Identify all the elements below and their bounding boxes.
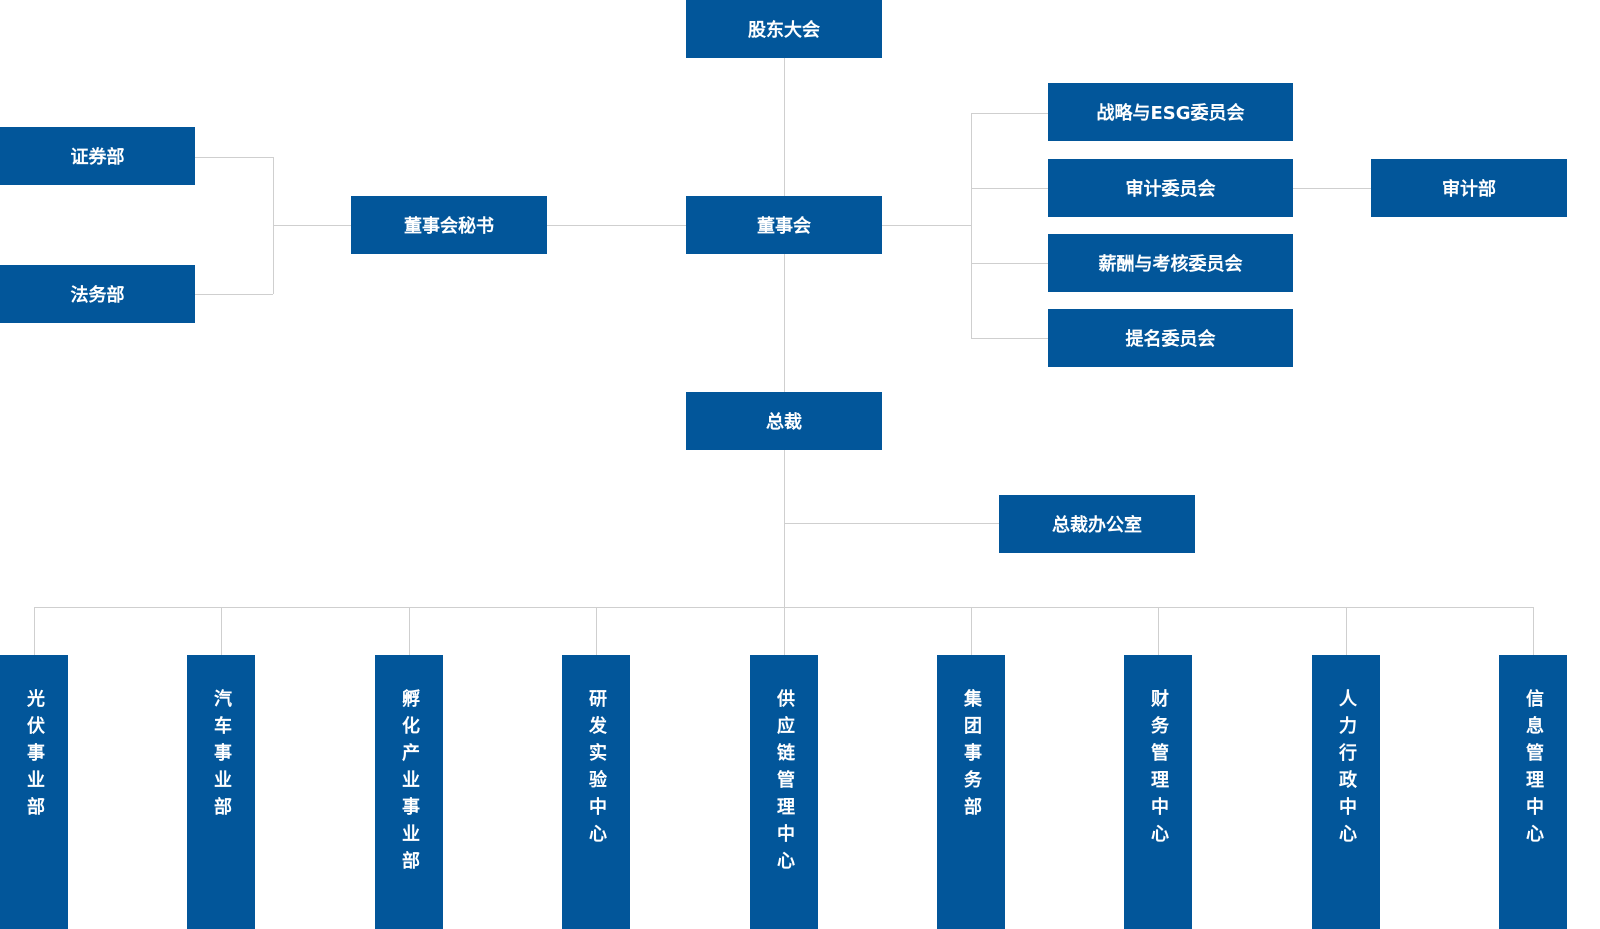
- node-department[interactable]: 财务管理中心: [1124, 655, 1192, 929]
- connector-line: [971, 113, 972, 338]
- node-label: 审计委员会: [1125, 179, 1216, 200]
- connector-line: [971, 607, 972, 655]
- node-label: 法务部: [70, 285, 125, 306]
- node-legal[interactable]: 法务部: [0, 265, 195, 323]
- node-department[interactable]: 汽车事业部: [187, 655, 255, 929]
- node-president-office[interactable]: 总裁办公室: [999, 495, 1195, 553]
- node-audit-dept[interactable]: 审计部: [1371, 159, 1567, 217]
- node-department[interactable]: 人力行政中心: [1312, 655, 1380, 929]
- connector-line: [971, 338, 1048, 339]
- connector-line: [882, 225, 971, 226]
- connector-line: [195, 157, 273, 158]
- node-label: 财务管理中心: [1148, 689, 1169, 851]
- connector-line: [221, 607, 222, 655]
- node-department[interactable]: 孵化产业事业部: [375, 655, 443, 929]
- node-department[interactable]: 集团事务部: [937, 655, 1005, 929]
- node-department[interactable]: 供应链管理中心: [750, 655, 818, 929]
- node-label: 集团事务部: [961, 689, 982, 824]
- connector-line: [784, 607, 785, 655]
- node-committee-compensation[interactable]: 薪酬与考核委员会: [1048, 234, 1293, 292]
- node-board[interactable]: 董事会: [686, 196, 882, 254]
- node-label: 薪酬与考核委员会: [1098, 254, 1243, 275]
- node-label: 提名委员会: [1125, 329, 1216, 350]
- node-securities[interactable]: 证券部: [0, 127, 195, 185]
- node-label: 证券部: [70, 147, 125, 168]
- connector-line: [1346, 607, 1347, 655]
- node-label: 股东大会: [748, 20, 820, 41]
- node-label: 研发实验中心: [586, 689, 607, 851]
- connector-line: [1158, 607, 1159, 655]
- node-label: 供应链管理中心: [774, 689, 795, 878]
- node-department[interactable]: 研发实验中心: [562, 655, 630, 929]
- connector-line: [1293, 188, 1371, 189]
- connector-line: [195, 294, 273, 295]
- node-committee-audit[interactable]: 审计委员会: [1048, 159, 1293, 217]
- node-label: 总裁: [766, 412, 802, 433]
- node-committee-nomination[interactable]: 提名委员会: [1048, 309, 1293, 367]
- connector-line: [547, 225, 686, 226]
- node-label: 董事会: [757, 216, 811, 237]
- node-board-secretary[interactable]: 董事会秘书: [351, 196, 547, 254]
- node-label: 总裁办公室: [1052, 515, 1142, 536]
- node-label: 董事会秘书: [404, 216, 494, 237]
- connector-line: [971, 113, 1048, 114]
- node-department[interactable]: 信息管理中心: [1499, 655, 1567, 929]
- connector-line: [1533, 607, 1534, 655]
- node-label: 汽车事业部: [211, 689, 232, 824]
- node-label: 信息管理中心: [1523, 689, 1544, 851]
- node-label: 战略与ESG委员会: [1096, 103, 1245, 124]
- connector-line: [409, 607, 410, 655]
- connector-line: [34, 607, 35, 655]
- node-label: 人力行政中心: [1336, 689, 1357, 851]
- connector-line: [784, 58, 785, 607]
- node-shareholders[interactable]: 股东大会: [686, 0, 882, 58]
- connector-line: [971, 188, 1048, 189]
- connector-line: [784, 523, 999, 524]
- node-label: 孵化产业事业部: [399, 689, 420, 878]
- node-president[interactable]: 总裁: [686, 392, 882, 450]
- node-label: 光伏事业部: [24, 689, 45, 824]
- connector-line: [273, 225, 351, 226]
- connector-line: [596, 607, 597, 655]
- node-department[interactable]: 光伏事业部: [0, 655, 68, 929]
- node-committee-strategy-esg[interactable]: 战略与ESG委员会: [1048, 83, 1293, 141]
- connector-line: [971, 263, 1048, 264]
- node-label: 审计部: [1442, 179, 1496, 200]
